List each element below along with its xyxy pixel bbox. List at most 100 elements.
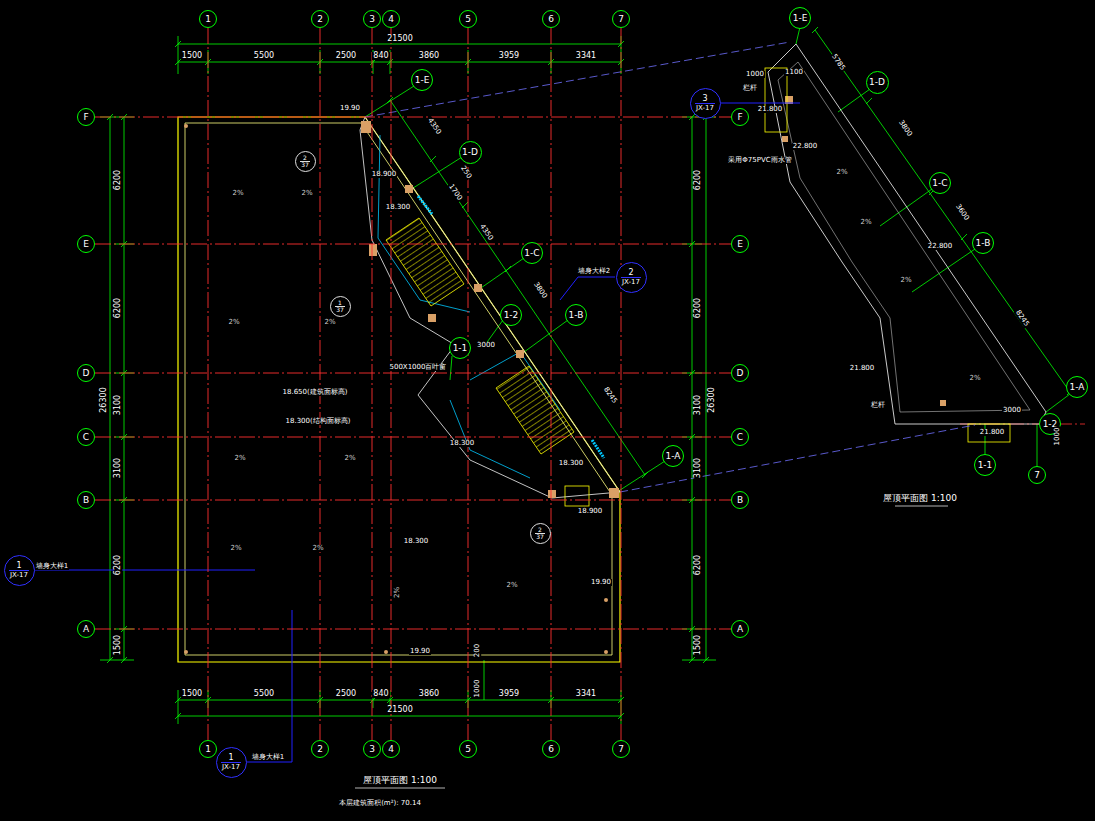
axis-number: 1-C xyxy=(524,249,539,258)
slope-text: 2% xyxy=(233,455,246,462)
axis-bubble: E xyxy=(731,235,749,253)
slope-text: 2% xyxy=(505,582,518,589)
dimension-text: 1500 xyxy=(694,634,702,656)
axis-bubble: 1-E xyxy=(789,7,811,29)
axis-bubble: 1-1 xyxy=(449,337,471,359)
grid-axis-line xyxy=(95,373,731,374)
sheet-reference: JX-17 xyxy=(621,277,641,286)
grid-axis-line xyxy=(391,28,392,740)
elevation-text: 18.900 xyxy=(371,171,398,178)
dimension-text: 3341 xyxy=(575,690,597,698)
dimension-text: 3100 xyxy=(114,394,122,416)
dimension-text: 3100 xyxy=(694,394,702,416)
dimension-text: 3100 xyxy=(114,457,122,479)
axis-number: 3 xyxy=(369,15,375,24)
axis-number: F xyxy=(83,113,88,122)
elevation-text: 19.90 xyxy=(590,579,612,586)
axis-bubble: 1-B xyxy=(565,304,587,326)
sheet-reference: JX-17 xyxy=(695,103,715,112)
detail-callout: 2JX-17 xyxy=(616,262,647,293)
axis-bubble: 2 xyxy=(311,10,329,28)
axis-number: 3 xyxy=(369,745,375,754)
dimension-text: 21500 xyxy=(386,706,413,714)
dimension-text: 3341 xyxy=(575,52,597,60)
elevation-text: 18.300 xyxy=(558,460,585,467)
axis-bubble: 5 xyxy=(459,740,477,758)
slope-text: 2% xyxy=(899,277,912,284)
slope-text: 2% xyxy=(968,375,981,382)
section-callout: 237 xyxy=(295,151,316,172)
axis-bubble: B xyxy=(77,491,95,509)
dimension-text: 6200 xyxy=(114,297,122,319)
axis-bubble: 7 xyxy=(1028,466,1046,484)
dimension-text: 26300 xyxy=(708,386,716,413)
axis-bubble: F xyxy=(77,108,95,126)
dimension-text: 1000 xyxy=(474,678,481,698)
dimension-text: 1000 xyxy=(745,71,765,78)
axis-number: D xyxy=(737,369,744,378)
grid-axis-line xyxy=(551,28,552,740)
axis-number: 6 xyxy=(548,745,554,754)
axis-number: 1-B xyxy=(976,239,991,248)
note-text: 本层建筑面积(m²): 70.14 xyxy=(338,800,422,807)
roof-strip-inner xyxy=(778,62,1030,412)
axis-bubble: C xyxy=(77,428,95,446)
dimension-text: 3959 xyxy=(498,690,520,698)
axis-bubble: 1-A xyxy=(662,445,684,467)
dimension-text: 250 xyxy=(459,164,473,181)
axis-number: 5 xyxy=(465,745,471,754)
elevation-text: 18.300 xyxy=(449,440,476,447)
dimension-text: 3800 xyxy=(532,280,549,300)
axis-number: 1 xyxy=(228,754,233,762)
axis-number: B xyxy=(737,496,743,505)
note-text: 墙身大样1 xyxy=(251,754,285,761)
axis-bubble: 4 xyxy=(382,740,400,758)
axis-number: 1-A xyxy=(1070,383,1085,392)
slope-text: 2% xyxy=(300,190,313,197)
dimension-text: 4350 xyxy=(426,116,443,136)
axis-bubble: 6 xyxy=(542,740,560,758)
axis-number: 1-E xyxy=(793,14,808,23)
detail-callout: 1JX-17 xyxy=(216,747,247,778)
dimension-text: 3600 xyxy=(954,202,971,222)
slope-text: 2% xyxy=(227,319,240,326)
axis-number: E xyxy=(737,240,743,249)
slope-text: 2% xyxy=(323,319,336,326)
axis-number: 2 xyxy=(317,745,323,754)
dimension-text: 8245 xyxy=(602,385,619,405)
axis-bubble: 1-1 xyxy=(974,454,996,476)
axis-number: B xyxy=(83,496,89,505)
axis-bubble: C xyxy=(731,428,749,446)
note-text: 栏杆 xyxy=(870,402,886,409)
sheet-reference: JX-17 xyxy=(9,570,29,579)
axis-number: 1-B xyxy=(569,311,584,320)
slope-text: 2% xyxy=(231,190,244,197)
parapet-box xyxy=(765,68,787,132)
dimension-text: 3000 xyxy=(476,342,496,349)
grid-axis-line xyxy=(95,437,731,438)
axis-number: F xyxy=(737,113,742,122)
sheet-reference: 37 xyxy=(300,161,310,168)
dimension-text: 8245 xyxy=(1014,308,1031,328)
dimension-text: 3100 xyxy=(694,457,702,479)
title-text: 屋顶平面图 1:100 xyxy=(882,494,958,503)
elevation-text: 21.800 xyxy=(979,429,1006,436)
dimension-text: 4350 xyxy=(478,222,495,242)
dimension-text: 3860 xyxy=(418,52,440,60)
callout-leaders xyxy=(34,103,800,762)
axis-number: 7 xyxy=(618,15,624,24)
axis-number: 1-2 xyxy=(504,311,519,320)
sheet-reference: 37 xyxy=(335,306,345,313)
axis-number: E xyxy=(83,240,89,249)
axis-bubble: 7 xyxy=(612,10,630,28)
axis-bubble: 1 xyxy=(199,10,217,28)
axis-number: A xyxy=(737,625,743,634)
section-callout: 237 xyxy=(530,523,551,544)
dimension-text: 2500 xyxy=(335,690,357,698)
elevation-text: 21.800 xyxy=(757,106,784,113)
axis-bubble: 1-A xyxy=(1066,376,1088,398)
grid-axis-line xyxy=(372,28,373,740)
axis-number: D xyxy=(83,369,90,378)
axis-number: 6 xyxy=(548,15,554,24)
grid-axis-line xyxy=(95,629,731,630)
